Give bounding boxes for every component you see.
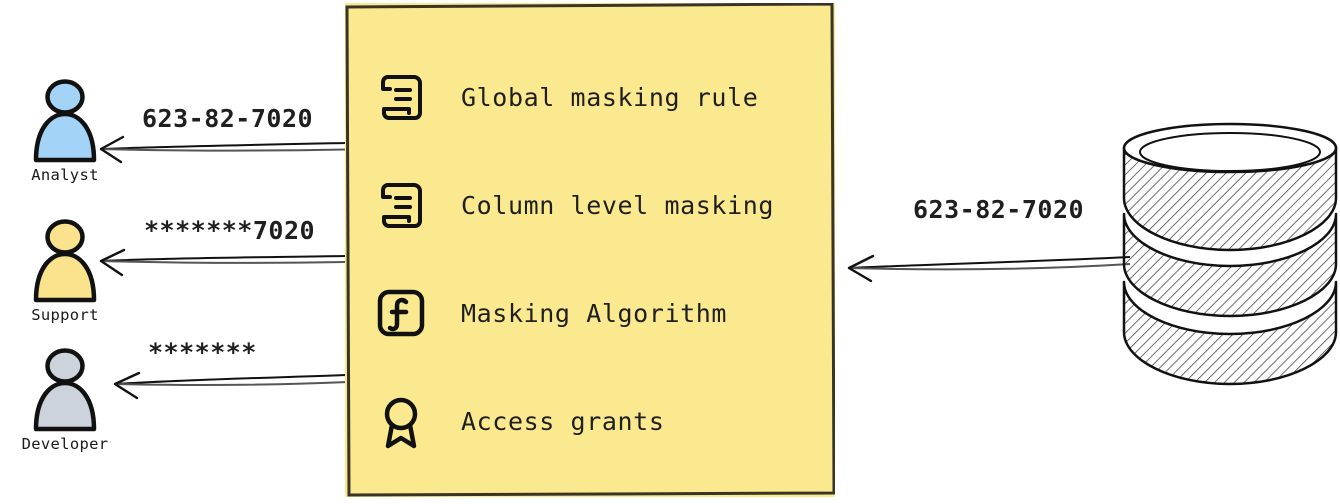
- actor-label: Analyst: [31, 166, 99, 184]
- policy-item-label: Masking Algorithm: [461, 298, 728, 328]
- arrow-left-icon: [99, 135, 347, 164]
- function-icon: [377, 289, 425, 337]
- actor-label: Support: [31, 306, 99, 324]
- database-cylinder: [1118, 122, 1340, 400]
- flow-label: *******: [148, 338, 257, 367]
- arrow-left-icon: [99, 248, 347, 277]
- policy-panel: Global masking rule Column level masking…: [345, 3, 835, 497]
- flow-developer: *******: [110, 338, 350, 408]
- flow-source: 623-82-7020: [845, 195, 1135, 283]
- person-icon: [33, 348, 97, 432]
- policy-item-label: Column level masking: [461, 190, 775, 220]
- flow-label: 623-82-7020: [913, 195, 1085, 224]
- flow-label: *******7020: [144, 216, 316, 245]
- policy-item-masking-algorithm[interactable]: Masking Algorithm: [373, 259, 825, 367]
- flow-support: *******7020: [96, 216, 348, 286]
- database-cylinder-icon: [1122, 122, 1338, 386]
- scroll-icon: [381, 183, 422, 228]
- arrow-left-icon: [847, 254, 1131, 283]
- policy-item-global-masking-rule[interactable]: Global masking rule: [373, 43, 825, 151]
- policy-item-column-level-masking[interactable]: Column level masking: [373, 151, 825, 259]
- person-icon: [33, 219, 97, 303]
- policy-item-label: Access grants: [461, 406, 665, 436]
- scroll-icon: [381, 75, 422, 120]
- policy-item-list: Global masking rule Column level masking…: [373, 43, 825, 475]
- flow-label: 623-82-7020: [142, 104, 314, 133]
- actor-analyst: Analyst: [0, 78, 130, 184]
- award-ribbon-icon: [384, 397, 418, 449]
- actor-label: Developer: [21, 435, 109, 453]
- actor-developer: Developer: [0, 347, 130, 453]
- person-icon: [33, 79, 97, 163]
- policy-item-access-grants[interactable]: Access grants: [373, 367, 825, 475]
- arrow-left-icon: [113, 371, 349, 400]
- flow-analyst: 623-82-7020: [96, 104, 348, 174]
- policy-item-label: Global masking rule: [461, 82, 759, 112]
- actor-support: Support: [0, 218, 130, 324]
